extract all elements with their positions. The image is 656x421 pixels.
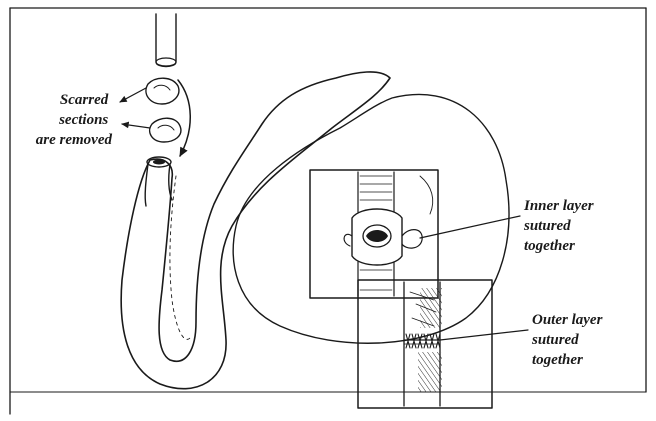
scarred-section-lower: [150, 118, 181, 142]
inner-layer-label: Inner layer sutured together: [523, 198, 597, 254]
inner-leader-line: [420, 216, 520, 238]
removal-flow-arrow: [178, 80, 190, 156]
outer-layer-label: Outer layer sutured together: [531, 312, 606, 368]
removed-leader-arrow-1: [120, 88, 146, 102]
removed-leader-arrow-2: [122, 124, 150, 128]
inset-outer-layer: [358, 280, 492, 408]
outer-leader-line: [440, 330, 528, 340]
inset-inner-layer: [310, 170, 438, 298]
removed-sections-label: Scarred sections are removed: [36, 92, 113, 148]
scarred-section-upper: [146, 78, 179, 104]
organ-inner-contour: [170, 176, 190, 339]
urethra-stump-top: [156, 14, 176, 67]
hatched-bulb: [233, 94, 509, 343]
